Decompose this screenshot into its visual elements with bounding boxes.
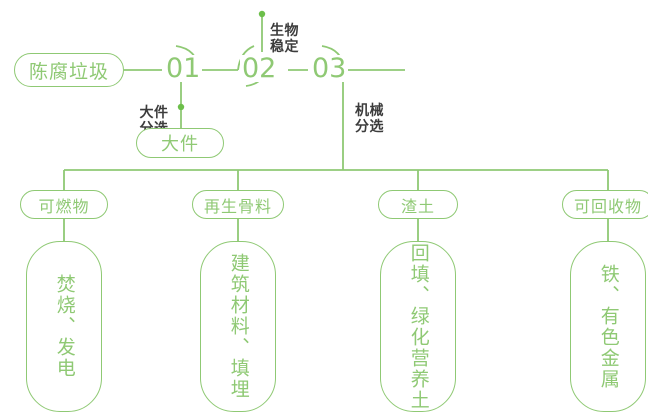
step-number-03[interactable]: 03: [310, 53, 349, 84]
step-02-annotation: 生物 稳定: [270, 6, 316, 56]
output-pill-zhatu[interactable]: 渣土: [378, 190, 458, 219]
step-number-01[interactable]: 01: [164, 53, 203, 84]
intermediate-output-label: 大件: [161, 134, 199, 155]
destination-box-kehuishouwu[interactable]: 铁、有色金属: [570, 241, 646, 412]
destination-box-zaishenggu-text: 建筑材料、填埋: [227, 253, 250, 400]
destination-box-zhatu[interactable]: 回填、绿化营养土: [380, 241, 456, 412]
destination-box-keranwu-text: 焚烧、发电: [53, 274, 76, 379]
step-03-annotation-text: 机械 分选: [355, 102, 384, 136]
step-number-03-value: 03: [312, 53, 347, 84]
output-pill-keranwu-label: 可燃物: [38, 196, 90, 216]
step-number-01-value: 01: [166, 53, 201, 84]
output-pill-keranwu[interactable]: 可燃物: [20, 190, 108, 219]
output-pill-zaishenggu-label: 再生骨料: [203, 196, 272, 216]
source-node-chenfu-laji[interactable]: 陈腐垃圾: [14, 53, 124, 87]
step-number-02[interactable]: 02: [240, 53, 279, 84]
destination-box-zhatu-text: 回填、绿化营养土: [407, 242, 430, 411]
intermediate-output-dajian[interactable]: 大件: [136, 128, 224, 158]
step-03-annotation: 机械 分选: [355, 86, 401, 136]
output-pill-zhatu-label: 渣土: [400, 196, 435, 216]
destination-box-zaishenggu[interactable]: 建筑材料、填埋: [200, 241, 276, 412]
output-pill-kehuishouwu-label: 可回收物: [573, 196, 642, 216]
destination-box-kehuishouwu-text: 铁、有色金属: [597, 263, 620, 390]
source-node-label: 陈腐垃圾: [28, 60, 109, 83]
step-number-02-value: 02: [242, 53, 277, 84]
output-pill-kehuishouwu[interactable]: 可回收物: [562, 190, 648, 219]
step-02-annotation-text: 生物 稳定: [270, 22, 299, 56]
destination-box-keranwu[interactable]: 焚烧、发电: [26, 241, 102, 412]
output-pill-zaishenggu[interactable]: 再生骨料: [192, 190, 284, 219]
